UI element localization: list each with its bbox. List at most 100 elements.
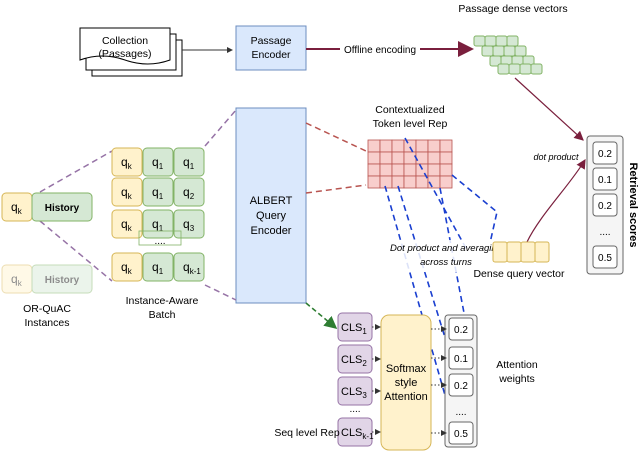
batch-dots-box (138, 230, 182, 246)
token-cell (391, 151, 405, 165)
offline-encoding-label: Offline encoding (344, 45, 416, 56)
batch-label-1: Instance-Aware (126, 295, 199, 307)
batch-cell (111, 209, 143, 239)
token-cell (367, 163, 381, 177)
token-level-rep-grid (367, 139, 453, 189)
batch-cell (173, 177, 205, 207)
batch-cell (142, 147, 174, 177)
passage-vector-cell (495, 35, 508, 47)
attention-weight-cell (448, 421, 474, 445)
attention-weight-value: 0.1 (454, 354, 468, 365)
passage-vector-cell (481, 45, 494, 57)
retrieval-scores-label: Retrieval scores (627, 163, 639, 248)
batch-cell (111, 252, 143, 282)
passage-vector-cell (484, 35, 497, 47)
attention-weights-label-2: weights (498, 373, 535, 385)
seq-level-rep-label: Seq level Rep (274, 427, 340, 439)
token-cell (439, 151, 453, 165)
instance-to-batch-dash-bottom (39, 220, 113, 282)
cls-sub: 1 (362, 327, 367, 336)
albert-label-3: Encoder (251, 225, 292, 237)
svg-text:CLS3: CLS3 (341, 386, 367, 400)
batch-cell (142, 177, 174, 207)
batch-cell-q: q (152, 260, 159, 274)
instance-faded-history: History (45, 275, 80, 286)
svg-text:qk: qk (121, 185, 133, 201)
passage-dense-vectors-label: Passage dense vectors (458, 3, 567, 15)
passage-vector-cell (503, 45, 516, 57)
token-cell (379, 163, 393, 177)
cls-sub: k-1 (362, 432, 374, 441)
contextualized-label-1: Contextualized (375, 104, 445, 116)
attention-weights: 0.20.10.2....0.5 (444, 314, 478, 448)
batch-cell-q: q (152, 217, 159, 231)
svg-text:CLS1: CLS1 (341, 322, 367, 336)
svg-text:CLSk-1: CLSk-1 (341, 427, 374, 441)
query-to-scores-arrow (526, 158, 586, 243)
batch-cell (173, 209, 205, 239)
token-cell (379, 139, 393, 153)
batch-dots: .... (154, 236, 165, 247)
batch-cell-q: q (121, 217, 128, 231)
attention-weight-cell (448, 317, 474, 341)
cls-label: CLS (341, 386, 362, 398)
batch-cell-q: q (152, 155, 159, 169)
svg-text:q1: q1 (152, 155, 164, 171)
attention-weight-cell (448, 346, 474, 370)
dense-query-vector (492, 241, 550, 263)
batch-cell-sub: k-1 (190, 267, 202, 276)
batch-cell-q: q (121, 155, 128, 169)
dot-avg-label-1: Dot product and averaging (390, 243, 503, 254)
dot-product-label: dot product (533, 152, 579, 162)
softmax-to-weights-arrows (431, 326, 447, 436)
albert-query-encoder: ALBERT Query Encoder (235, 107, 307, 304)
token-cell (439, 139, 453, 153)
passage-vector-cell (473, 35, 486, 47)
token-cell (427, 163, 441, 177)
token-cell (403, 151, 417, 165)
token-cell (379, 151, 393, 165)
passage-vector-cell (506, 35, 519, 47)
passage-encoder-label-1: Passage (251, 35, 292, 47)
batch-cell (142, 252, 174, 282)
token-cell (367, 151, 381, 165)
retrieval-score-value: 0.5 (598, 253, 612, 264)
instance-active: qk History (1, 192, 93, 222)
passage-vector-cell (497, 63, 510, 75)
batch-cell-q: q (152, 185, 159, 199)
batch-cell-sub: k (128, 224, 133, 233)
instance-q-sub: k (18, 207, 23, 216)
token-cell (427, 151, 441, 165)
batch-cell-sub: k (128, 162, 133, 171)
svg-text:qk-1: qk-1 (183, 260, 201, 276)
batch-cell-sub: k (128, 192, 133, 201)
attention-weight-cell (448, 373, 474, 397)
svg-text:q1: q1 (152, 260, 164, 276)
svg-text:q2: q2 (183, 185, 195, 201)
token-cell (439, 175, 453, 189)
retrieval-score-cell (592, 245, 618, 269)
collection-stack: Collection (Passages) (79, 27, 183, 77)
passage-to-scores-arrow (514, 77, 584, 141)
query-vector-cell (506, 241, 522, 263)
passage-encoder: Passage Encoder (235, 25, 307, 71)
token-cell (403, 175, 417, 189)
albert-label-2: Query (256, 210, 286, 222)
token-cell (391, 163, 405, 177)
collection-label-2: (Passages) (98, 48, 151, 60)
batch-cell (173, 252, 205, 282)
cls-to-softmax-arrows (372, 324, 381, 435)
token-cell (415, 151, 429, 165)
instance-to-batch-dash-top (39, 150, 113, 193)
batch-cell-sub: 1 (159, 192, 164, 201)
token-cell (427, 139, 441, 153)
dot-avg-label-2: across turns (420, 257, 472, 268)
attention-weight-value: 0.2 (454, 325, 468, 336)
batch-to-encoder-dash-top (204, 109, 237, 147)
batch-cell (111, 177, 143, 207)
batch-cell (111, 147, 143, 177)
svg-text:q1: q1 (152, 217, 164, 233)
